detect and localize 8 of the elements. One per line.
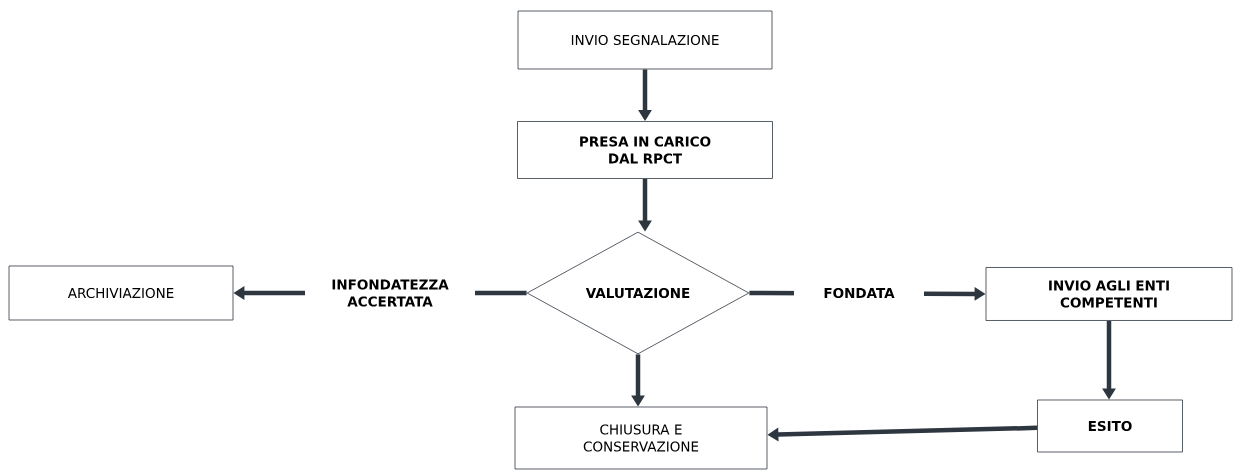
edge-label: FONDATA xyxy=(794,282,924,304)
edge-label: INFONDATEZZA ACCERTATA xyxy=(305,274,475,312)
process-box: INVIO AGLI ENTI COMPETENTI xyxy=(985,267,1233,321)
process-box: INVIO SEGNALAZIONE xyxy=(517,10,773,70)
process-box: ARCHIVIAZIONE xyxy=(8,265,234,321)
process-box: CHIUSURA E CONSERVAZIONE xyxy=(514,406,768,470)
process-box: PRESA IN CARICO DAL RPCT xyxy=(517,121,773,179)
process-box: ESITO xyxy=(1037,399,1183,453)
